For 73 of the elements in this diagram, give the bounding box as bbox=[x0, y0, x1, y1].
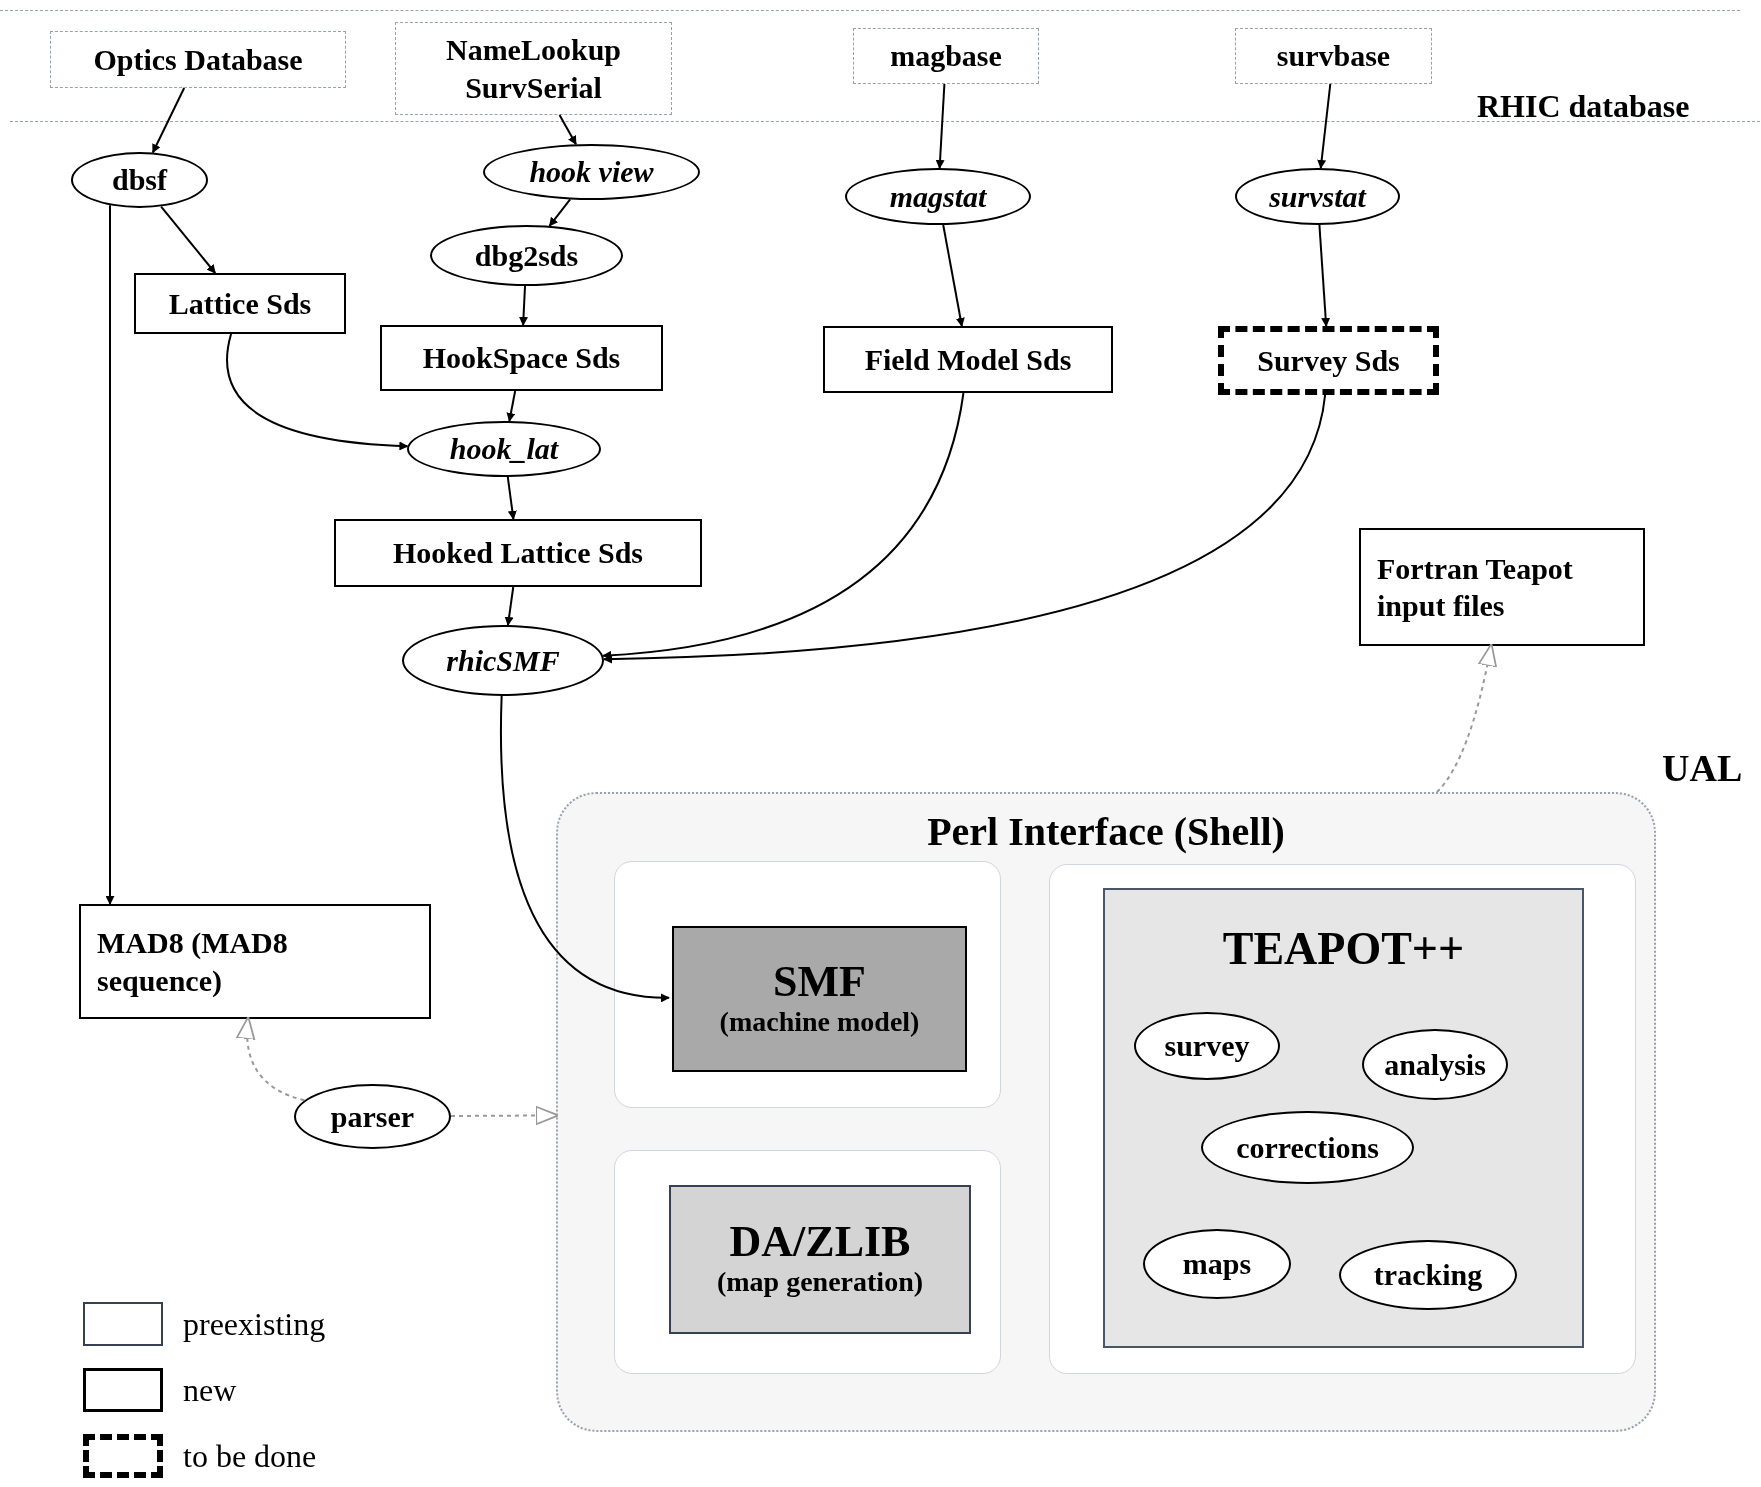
legend-label: new bbox=[183, 1371, 237, 1410]
node-label: Survey Sds bbox=[1257, 342, 1400, 379]
node-label: hook_lat bbox=[449, 431, 559, 468]
arrow bbox=[506, 390, 517, 423]
arrow bbox=[602, 394, 1327, 664]
node-label: survstat bbox=[1269, 178, 1366, 215]
arrow bbox=[558, 114, 577, 146]
node-label: analysis bbox=[1384, 1046, 1486, 1083]
arrow bbox=[105, 204, 115, 905]
arrow bbox=[602, 392, 965, 660]
database-box bbox=[1235, 28, 1432, 84]
node-label: parser bbox=[330, 1098, 415, 1135]
module-box bbox=[669, 1185, 971, 1334]
arrow bbox=[935, 83, 946, 169]
legend-label: preexisting bbox=[183, 1305, 326, 1344]
arrow bbox=[236, 1015, 306, 1102]
arrow bbox=[151, 87, 186, 154]
node-label: survey bbox=[1164, 1028, 1250, 1065]
module-panel bbox=[614, 1150, 1001, 1374]
process-box bbox=[334, 519, 702, 587]
node-label: hook view bbox=[529, 154, 654, 191]
arrow bbox=[500, 695, 670, 1002]
process-box bbox=[823, 326, 1113, 393]
arrow bbox=[450, 1105, 560, 1126]
node-label: Field Model Sds bbox=[864, 341, 1072, 378]
arrow bbox=[160, 205, 217, 274]
node-label: magbase bbox=[890, 38, 1002, 75]
database-box bbox=[50, 31, 346, 88]
database-box bbox=[853, 28, 1039, 84]
node-label: NameLookup SurvSerial bbox=[444, 32, 622, 106]
node-label: survbase bbox=[1276, 38, 1391, 75]
arrow bbox=[942, 223, 965, 327]
arrow bbox=[506, 476, 517, 520]
process-box bbox=[134, 273, 346, 334]
planned-box bbox=[1218, 326, 1439, 395]
node-label: HookSpace Sds bbox=[422, 340, 621, 377]
database-box bbox=[395, 22, 672, 115]
node-label: tracking bbox=[1373, 1257, 1483, 1294]
process-box bbox=[79, 904, 431, 1019]
node-label: magstat bbox=[889, 178, 987, 215]
node-label: Perl Interface (Shell) bbox=[927, 808, 1285, 856]
node-label: MAD8 (MAD8 sequence) bbox=[97, 925, 289, 999]
process-box bbox=[1359, 528, 1645, 646]
node-label: dbg2sds bbox=[474, 237, 579, 274]
arrow bbox=[548, 198, 572, 227]
region-label: RHIC database bbox=[1477, 87, 1690, 126]
node-label: corrections bbox=[1236, 1129, 1379, 1166]
node-label: DA/ZLIB bbox=[729, 1220, 911, 1264]
arrow bbox=[1435, 642, 1497, 793]
node-label: dbsf bbox=[111, 162, 167, 199]
interface-panel bbox=[556, 792, 1656, 1432]
legend-label: to be done bbox=[183, 1437, 317, 1476]
node-label: Optics Database bbox=[93, 41, 303, 78]
arrow bbox=[226, 333, 409, 451]
node-label: rhicSMF bbox=[446, 642, 560, 679]
region-label: UAL bbox=[1662, 746, 1743, 791]
module-box bbox=[672, 926, 967, 1072]
arrow bbox=[1318, 224, 1331, 327]
module-panel bbox=[1049, 864, 1636, 1374]
node-label: SMF bbox=[773, 959, 866, 1004]
module-panel bbox=[614, 861, 1001, 1108]
node-label: Hooked Lattice Sds bbox=[393, 535, 643, 572]
node-label: maps bbox=[1182, 1246, 1252, 1283]
node-label: (machine model) bbox=[719, 1004, 920, 1039]
arrow bbox=[1317, 83, 1332, 169]
arrow bbox=[519, 285, 528, 326]
module-box bbox=[1103, 888, 1584, 1348]
node-label: Fortran Teapot input files bbox=[1377, 550, 1574, 624]
node-label: TEAPOT++ bbox=[1222, 922, 1465, 976]
process-box bbox=[380, 325, 663, 391]
node-label: (map generation) bbox=[716, 1265, 924, 1299]
node-label: Lattice Sds bbox=[168, 285, 312, 322]
arrow bbox=[504, 586, 515, 627]
